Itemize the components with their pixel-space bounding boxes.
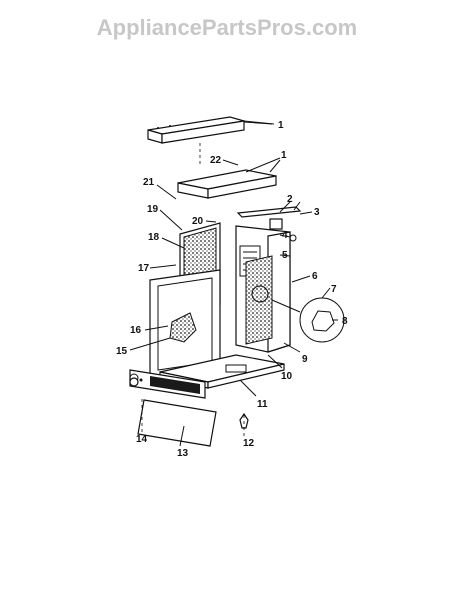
callout-8: 8: [342, 316, 348, 327]
callout-7: 7: [331, 284, 337, 295]
callout-19: 19: [147, 204, 159, 215]
callout-10: 10: [281, 371, 293, 382]
top-cover-exploded: [147, 116, 273, 144]
callout-6: 6: [312, 271, 318, 282]
control-bracket: [236, 201, 302, 242]
callout-11: 11: [257, 399, 268, 410]
callout-2: 2: [287, 194, 293, 205]
drawer-panel: [137, 399, 217, 447]
callout-9: 9: [302, 354, 308, 365]
callout-1b: 1: [281, 150, 287, 161]
callout-13: 13: [177, 448, 189, 459]
callout-5: 5: [282, 250, 288, 261]
top-panel: [177, 157, 281, 199]
callout-3: 3: [314, 207, 320, 218]
callout-4: 4: [282, 230, 288, 241]
cabinet-housing: [235, 225, 291, 353]
callout-16: 16: [130, 325, 142, 336]
callout-1: 1: [278, 120, 284, 131]
callout-20: 20: [192, 216, 204, 227]
callout-15: 15: [116, 346, 128, 357]
callout-17: 17: [138, 263, 150, 274]
callout-12: 12: [243, 438, 255, 449]
callout-labels: 1 22 1 21 2 3 19 20 4 18 5 17 6 7 8 16 1…: [116, 120, 348, 459]
callout-14: 14: [136, 434, 148, 445]
leader-lines: [129, 120, 338, 447]
callout-22: 22: [210, 155, 222, 166]
watermark-text: AppliancePartsPros.com: [97, 15, 357, 40]
callout-21: 21: [143, 177, 155, 188]
control-knob: [129, 377, 139, 387]
callout-18: 18: [148, 232, 160, 243]
